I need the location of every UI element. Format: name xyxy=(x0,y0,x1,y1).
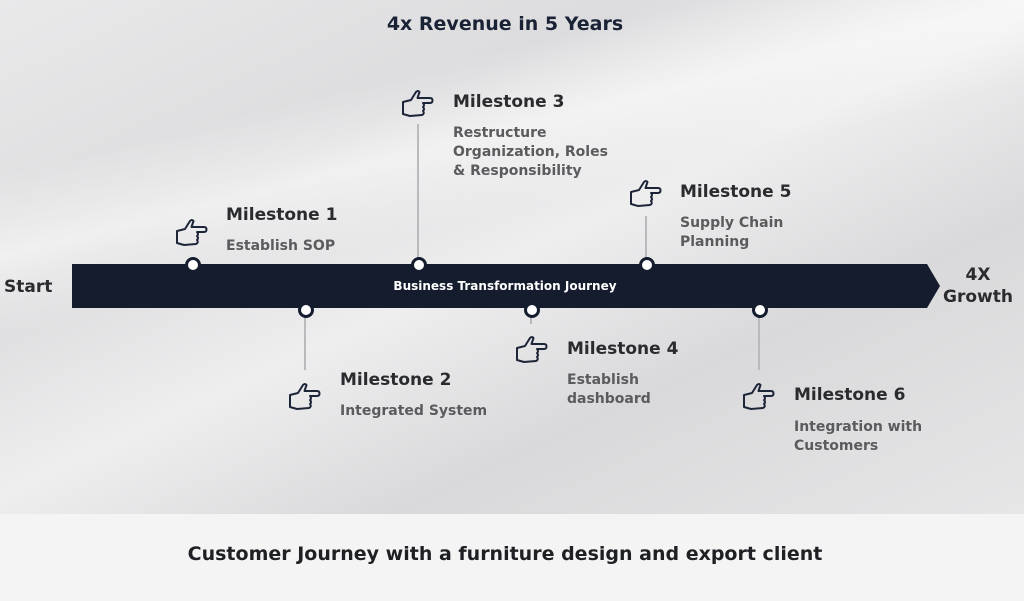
milestone-1-desc: Establish SOP xyxy=(226,237,335,256)
milestone-3-stem xyxy=(417,124,419,258)
milestone-2-node xyxy=(298,302,314,318)
milestone-4-title: Milestone 4 xyxy=(567,339,679,359)
milestone-4-node xyxy=(524,302,540,318)
journey-label: Business Transformation Journey xyxy=(393,279,617,293)
milestone-3-title: Milestone 3 xyxy=(453,92,565,112)
milestone-4-desc-line-2: dashboard xyxy=(567,391,651,407)
milestone-6-desc-line-2: Customers xyxy=(794,438,879,454)
milestone-5-node xyxy=(639,257,655,273)
headline: 4x Revenue in 5 Years xyxy=(386,13,624,35)
milestone-6-desc-line-1: Integration with xyxy=(794,419,923,435)
milestone-5-stem xyxy=(645,216,647,258)
pointing-hand-icon xyxy=(516,336,548,363)
milestone-2-title: Milestone 2 xyxy=(340,370,452,390)
milestone-5-desc: Supply Chain Planning xyxy=(680,214,783,252)
pointing-hand-icon xyxy=(402,90,434,117)
milestone-5-title: Milestone 5 xyxy=(680,182,792,202)
milestone-4-stem xyxy=(530,316,532,324)
milestone-3-desc-line-2: Organization, Roles xyxy=(453,144,608,160)
milestone-2-desc-line-1: Integrated System xyxy=(340,403,488,419)
end-label-line-2: Growth xyxy=(943,287,1013,307)
diagram-area: 4x Revenue in 5 Years Start 4X Growth Bu… xyxy=(0,0,1024,514)
milestone-6-title: Milestone 6 xyxy=(794,385,906,405)
milestone-6-node xyxy=(752,302,768,318)
pointing-hand-icon xyxy=(630,180,662,207)
milestone-1-node xyxy=(185,257,201,273)
milestone-5-desc-line-2: Planning xyxy=(680,234,750,250)
pointing-hand-icon xyxy=(743,383,775,410)
milestone-1-desc-line-1: Establish SOP xyxy=(226,238,336,254)
end-label-line-1: 4X xyxy=(965,265,991,285)
milestone-6-stem xyxy=(758,316,760,370)
milestone-3-desc: Restructure Organization, Roles & Respon… xyxy=(453,124,608,181)
milestone-3-desc-line-3: & Responsibility xyxy=(453,163,582,179)
footer-title: Customer Journey with a furniture design… xyxy=(187,543,823,565)
end-label: 4X Growth xyxy=(938,264,1018,308)
milestone-3-node xyxy=(411,257,427,273)
pointing-hand-icon xyxy=(289,383,321,410)
journey-arrow xyxy=(72,264,940,308)
pointing-hand-icon xyxy=(176,219,208,246)
milestone-2-desc: Integrated System xyxy=(340,402,487,421)
milestone-3-desc-line-1: Restructure xyxy=(453,125,547,141)
footer: Customer Journey with a furniture design… xyxy=(0,514,1024,601)
milestone-2-stem xyxy=(304,316,306,370)
start-label: Start xyxy=(4,277,53,297)
milestone-6-desc: Integration with Customers xyxy=(794,418,922,456)
milestone-1-title: Milestone 1 xyxy=(226,205,338,225)
milestone-5-desc-line-1: Supply Chain xyxy=(680,215,784,231)
milestone-4-desc-line-1: Establish xyxy=(567,372,639,388)
milestone-4-desc: Establish dashboard xyxy=(567,371,651,409)
